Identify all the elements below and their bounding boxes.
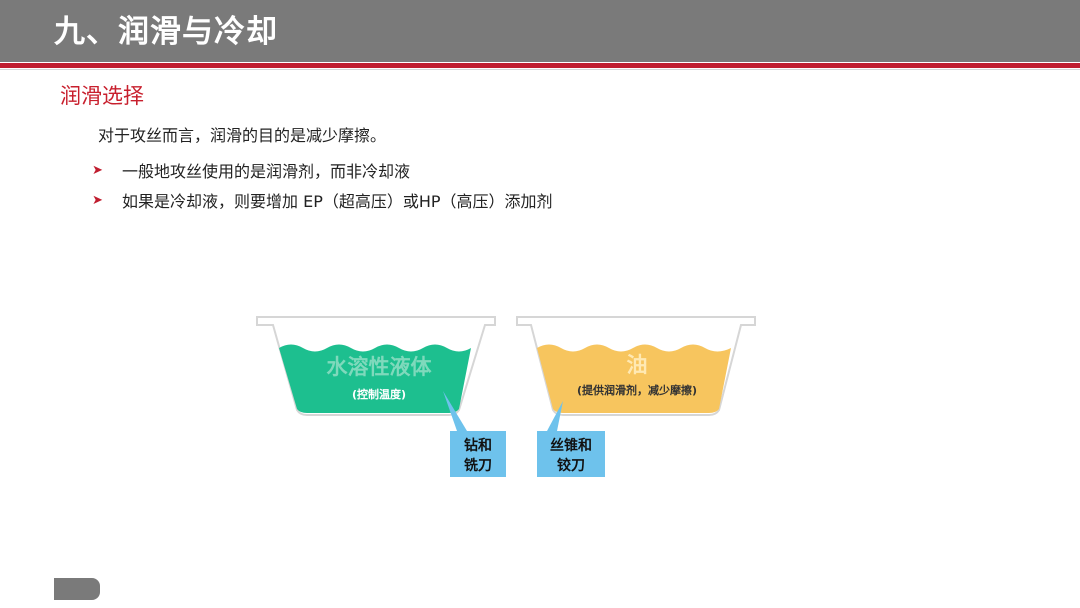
bullet-list: ➤ 一般地攻丝使用的是润滑剂，而非冷却液 ➤ 如果是冷却液，则要增加 EP（超高… bbox=[92, 155, 553, 215]
intro-text: 对于攻丝而言，润滑的目的是减少摩擦。 bbox=[98, 126, 387, 145]
right-callout-line1: 丝锥和 bbox=[550, 437, 592, 454]
left-callout-pointer bbox=[443, 391, 467, 431]
bullet-text: 一般地攻丝使用的是润滑剂，而非冷却液 bbox=[122, 162, 411, 181]
bullet-item: ➤ 一般地攻丝使用的是润滑剂，而非冷却液 bbox=[92, 155, 553, 185]
left-tank-sublabel: (控制温度) bbox=[352, 387, 406, 401]
header-bar: 九、润滑与冷却 bbox=[0, 0, 1080, 62]
right-callout-line2: 铰刀 bbox=[557, 457, 585, 474]
right-tank: 油 (提供润滑剂，减少摩擦) bbox=[516, 316, 756, 416]
page-number-tab bbox=[54, 578, 100, 600]
left-tank-label: 水溶性液体 bbox=[327, 355, 433, 379]
right-tank-sublabel: (提供润滑剂，减少摩擦) bbox=[577, 383, 697, 397]
arrow-bullet-icon: ➤ bbox=[92, 162, 103, 178]
fluid-diagram: 水溶性液体 (控制温度) 油 (提供润滑剂，减少摩擦) 钻和 铣刀 丝锥和 铰刀 bbox=[256, 316, 756, 477]
right-callout-pointer bbox=[547, 401, 563, 431]
left-callout-line1: 钻和 bbox=[464, 437, 492, 454]
right-tank-fluid bbox=[537, 344, 731, 413]
left-callout: 钻和 铣刀 bbox=[443, 391, 506, 477]
section-title: 润滑选择 bbox=[60, 84, 144, 108]
page-title: 九、润滑与冷却 bbox=[54, 14, 278, 50]
left-tank-fluid bbox=[279, 344, 471, 413]
left-tank: 水溶性液体 (控制温度) bbox=[256, 316, 496, 416]
header-accent-rule bbox=[0, 63, 1080, 68]
header-divider bbox=[0, 69, 1080, 70]
right-callout: 丝锥和 铰刀 bbox=[537, 401, 605, 477]
left-callout-box bbox=[450, 431, 506, 477]
bullet-text: 如果是冷却液，则要增加 EP（超高压）或HP（高压）添加剂 bbox=[122, 192, 553, 211]
left-callout-line2: 铣刀 bbox=[464, 457, 492, 474]
right-callout-box bbox=[537, 431, 605, 477]
right-tank-label: 油 bbox=[627, 353, 648, 377]
arrow-bullet-icon: ➤ bbox=[92, 192, 103, 208]
bullet-item: ➤ 如果是冷却液，则要增加 EP（超高压）或HP（高压）添加剂 bbox=[92, 185, 553, 215]
